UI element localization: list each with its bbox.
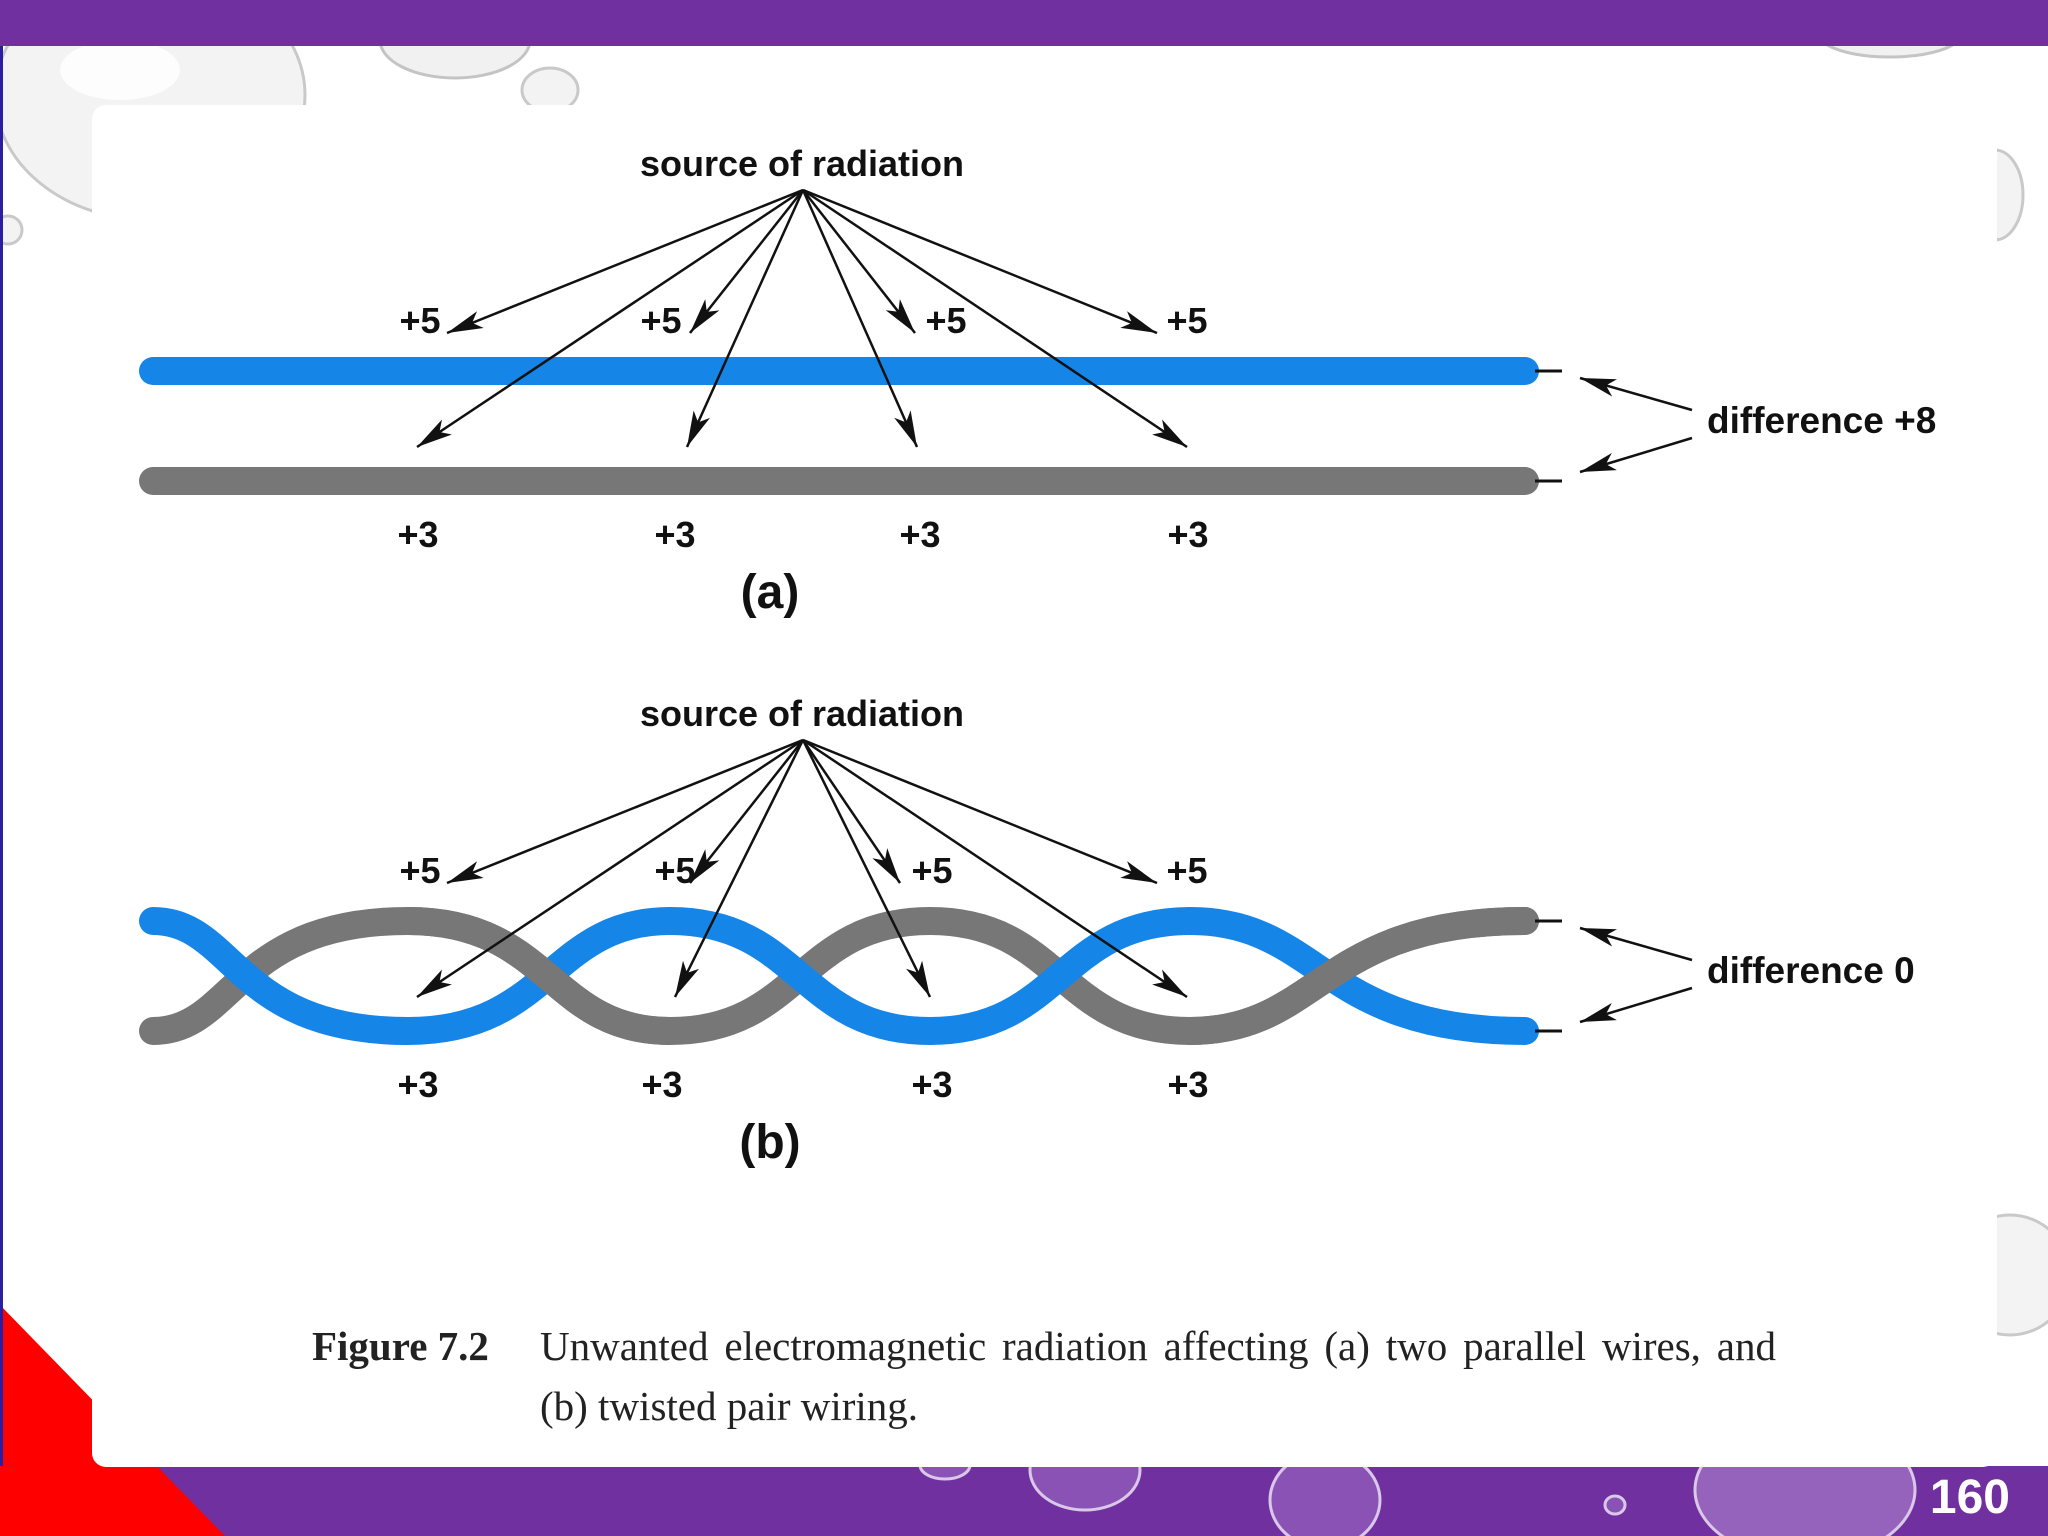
panel-a-bottom-label: +3 xyxy=(899,514,940,555)
arrow xyxy=(1579,986,1693,1024)
panel-b-top-label: +5 xyxy=(654,850,695,891)
panel-a-top-label: +5 xyxy=(1166,300,1207,341)
panel-a-bottom-label: +3 xyxy=(397,514,438,555)
panel-a-bottom-label: +3 xyxy=(1167,514,1208,555)
panel-b-bottom-label: +3 xyxy=(911,1064,952,1105)
arrow xyxy=(446,738,804,885)
arrow xyxy=(801,739,902,884)
arrow xyxy=(1579,926,1693,962)
panel-a-top-label: +5 xyxy=(925,300,966,341)
panel-b-sublabel: (b) xyxy=(739,1116,800,1169)
arrow xyxy=(1579,376,1693,412)
arrow xyxy=(416,738,804,999)
panel-a-top-label: +5 xyxy=(640,300,681,341)
panel-a-sublabel: (a) xyxy=(741,566,800,619)
arrow xyxy=(802,189,916,334)
panel-b-top-label: +5 xyxy=(911,850,952,891)
arrow xyxy=(802,188,1158,335)
arrow xyxy=(685,189,805,448)
panel-b-twisted-wire-blue xyxy=(139,906,1539,1046)
arrow xyxy=(802,738,1158,885)
panel-b-bottom-label: +3 xyxy=(397,1064,438,1105)
panel-a-bottom-label: +3 xyxy=(654,514,695,555)
arrow xyxy=(416,188,804,449)
arrow xyxy=(689,739,804,884)
figure-caption-text: Unwanted electromagnetic radiation affec… xyxy=(540,1323,1776,1429)
figure-caption: Figure 7.2 Unwanted electromagnetic radia… xyxy=(312,1316,1782,1436)
page-number: 160 xyxy=(1929,1471,2010,1524)
arrow xyxy=(1579,436,1693,474)
arrow xyxy=(673,739,805,998)
panel-a-radiation-arrows xyxy=(416,188,1188,449)
panel-b-radiation-arrows xyxy=(416,738,1188,999)
arrow xyxy=(802,738,1188,999)
panel-b-bottom-label: +3 xyxy=(1167,1064,1208,1105)
arrow xyxy=(802,188,1188,449)
arrow xyxy=(689,189,804,334)
arrow xyxy=(446,188,804,335)
panel-a-difference-label: difference +8 xyxy=(1707,400,1936,441)
panel-a: source of radiation +5 +5 +5 +5 +3 +3 +3… xyxy=(139,143,1936,619)
arrow xyxy=(801,739,932,998)
panel-b-gray-overlaps xyxy=(407,907,1539,1045)
figure-number: Figure 7.2 xyxy=(312,1323,489,1369)
panel-b: source of radiation +5 +5 +5 +5 +3 +3 +3… xyxy=(139,693,1915,1169)
panel-b-top-label: +5 xyxy=(399,850,440,891)
panel-a-difference-arrows xyxy=(1579,376,1693,474)
panel-b-bottom-label: +3 xyxy=(641,1064,682,1105)
panel-b-top-label: +5 xyxy=(1166,850,1207,891)
panel-a-source-label: source of radiation xyxy=(640,143,964,184)
panel-b-source-label: source of radiation xyxy=(640,693,964,734)
panel-b-difference-label: difference 0 xyxy=(1707,950,1915,991)
left-edge-line xyxy=(0,46,3,1466)
figure-panel xyxy=(92,105,1997,1467)
panel-b-difference-arrows xyxy=(1579,926,1693,1024)
arrow xyxy=(801,189,919,448)
top-banner xyxy=(0,0,2048,46)
panel-a-top-label: +5 xyxy=(399,300,440,341)
